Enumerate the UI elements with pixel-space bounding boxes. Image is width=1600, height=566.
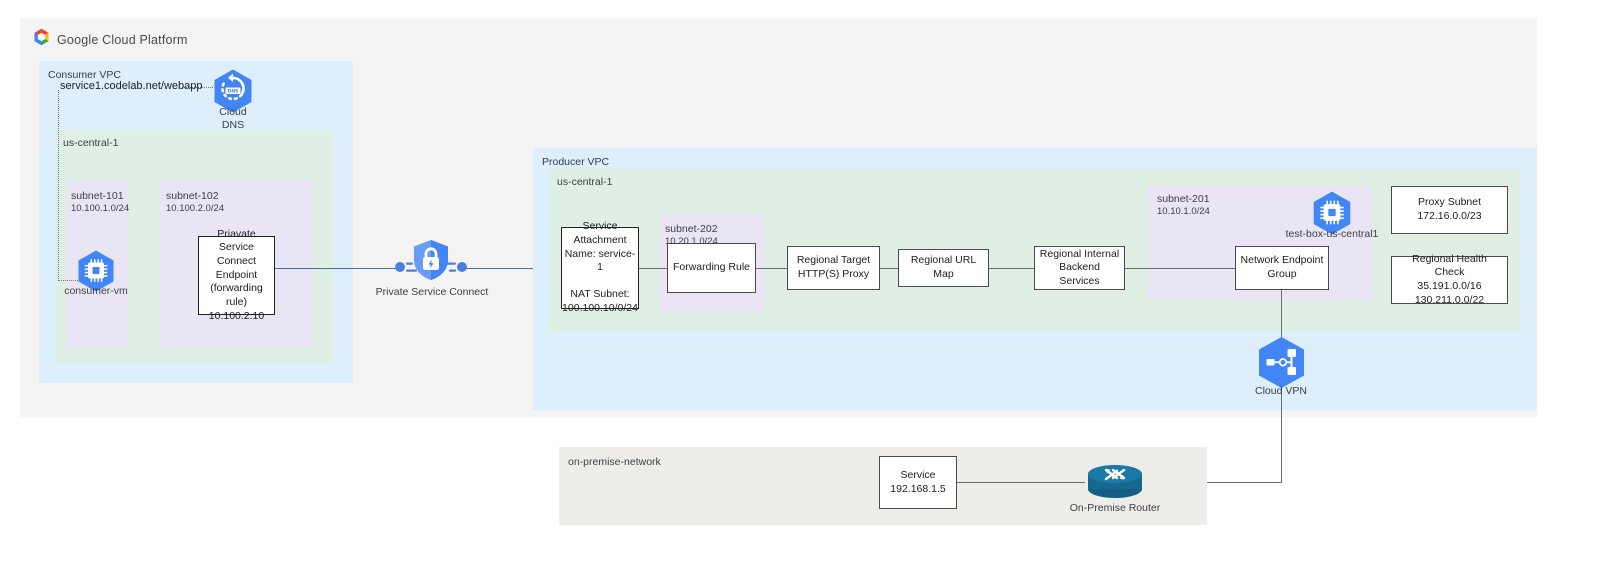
consumer-region-label: us-central-1	[63, 137, 119, 149]
wire-service-to-router	[957, 482, 1085, 484]
svg-text:DNS: DNS	[228, 89, 239, 95]
subnet-101-name: subnet-101	[71, 190, 124, 202]
cloud-vpn-label: Cloud VPN	[1255, 385, 1307, 397]
compute-engine-vm-icon-consumer	[76, 249, 116, 298]
on-premise-service-text: Service 192.168.1.5	[890, 468, 946, 495]
private-service-connect-label: Private Service Connect	[375, 286, 489, 298]
test-box-label: test-box-us-central1	[1285, 228, 1379, 240]
wire-vpn-to-router	[1148, 482, 1282, 484]
regional-health-check-text: Regional Health Check 35.191.0.0/16 130.…	[1412, 252, 1487, 306]
private-service-connect-shield-icon	[393, 236, 469, 291]
subnet-201-label: subnet-201 10.10.1.0/24	[1157, 192, 1210, 219]
consumer-vpc-label: Consumer VPC	[48, 69, 121, 81]
wire-forwarding-rule-to-proxy	[756, 268, 787, 270]
subnet-102-label: subnet-102 10.100.2.0/24	[166, 189, 224, 216]
regional-target-proxy-node[interactable]: Regional Target HTTP(S) Proxy	[787, 246, 880, 290]
regional-health-check-node[interactable]: Regional Health Check 35.191.0.0/16 130.…	[1391, 253, 1508, 306]
wire-backend-to-neg	[1125, 268, 1235, 270]
on-premise-router-icon	[1084, 461, 1146, 506]
subnet-101-cidr: 10.100.1.0/24	[71, 203, 130, 215]
regional-target-proxy-text: Regional Target HTTP(S) Proxy	[796, 254, 871, 280]
psc-endpoint-node[interactable]: Priavate Service Connect Endpoint (forwa…	[198, 228, 275, 322]
wire-url-map-to-backend	[989, 268, 1034, 270]
regional-url-map-text: Regional URL Map	[910, 254, 977, 280]
dns-record-label: service1.codelab.net/webapp	[60, 80, 203, 92]
forwarding-rule-node[interactable]: Forwarding Rule	[667, 243, 756, 293]
compute-engine-vm-icon-test-box	[1311, 190, 1353, 241]
cloud-dns-label: Cloud DNS	[219, 106, 247, 132]
dns-lookup-path-to-vm	[58, 280, 88, 281]
subnet-202-cidr: 10.20.1.0/24	[665, 236, 718, 248]
on-premise-router-label: On-Premise Router	[1069, 502, 1161, 514]
subnet-202-label: subnet-202 10.20.1.0/24	[665, 222, 718, 249]
forwarding-rule-text: Forwarding Rule	[672, 261, 751, 274]
subnet-102-cidr: 10.100.2.0/24	[166, 203, 225, 215]
dns-lookup-path-vertical	[58, 90, 59, 281]
on-premise-service-node[interactable]: Service 192.168.1.5	[879, 456, 957, 509]
wire-proxy-to-url-map	[880, 268, 898, 270]
service-attachment-text: Service Attachment Name: service-1 NAT S…	[562, 220, 638, 315]
network-endpoint-group-node[interactable]: Network Endpoint Group	[1235, 246, 1329, 290]
brand-title: Google Cloud Platform	[57, 33, 188, 47]
wire-psc-to-service-attachment	[462, 268, 561, 270]
consumer-vm-label: consumer-vm	[64, 285, 128, 297]
psc-endpoint-text: Priavate Service Connect Endpoint (forwa…	[208, 227, 265, 322]
proxy-subnet-node[interactable]: Proxy Subnet 172.16.0.0/23	[1391, 186, 1508, 234]
regional-backend-services-node[interactable]: Regional Internal Backend Services	[1034, 246, 1125, 290]
subnet-201-cidr: 10.10.1.0/24	[1157, 206, 1210, 218]
wire-psc-endpoint-to-psc	[275, 268, 400, 270]
subnet-202-name: subnet-202	[665, 223, 718, 235]
subnet-101-label: subnet-101 10.100.1.0/24	[71, 189, 129, 216]
subnet-102-name: subnet-102	[166, 190, 219, 202]
producer-region-label: us-central-1	[557, 176, 613, 188]
cloud-dns-icon: DNS	[212, 68, 254, 119]
subnet-201-name: subnet-201	[1157, 193, 1210, 205]
regional-url-map-node[interactable]: Regional URL Map	[898, 249, 989, 287]
on-premise-network-label: on-premise-network	[568, 456, 661, 468]
google-cloud-platform-hexagon-logo-icon	[33, 28, 50, 52]
producer-vpc-label: Producer VPC	[542, 156, 610, 168]
wire-attachment-to-forwarding-rule	[639, 268, 667, 270]
proxy-subnet-text: Proxy Subnet 172.16.0.0/23	[1417, 196, 1482, 222]
service-attachment-node[interactable]: Service Attachment Name: service-1 NAT S…	[561, 220, 639, 314]
dns-lookup-path-to-dns	[182, 87, 213, 88]
cloud-vpn-icon	[1255, 335, 1308, 397]
brand-header: Google Cloud Platform	[33, 28, 188, 52]
network-endpoint-group-text: Network Endpoint Group	[1240, 254, 1324, 280]
regional-backend-services-text: Regional Internal Backend Services	[1039, 247, 1120, 287]
